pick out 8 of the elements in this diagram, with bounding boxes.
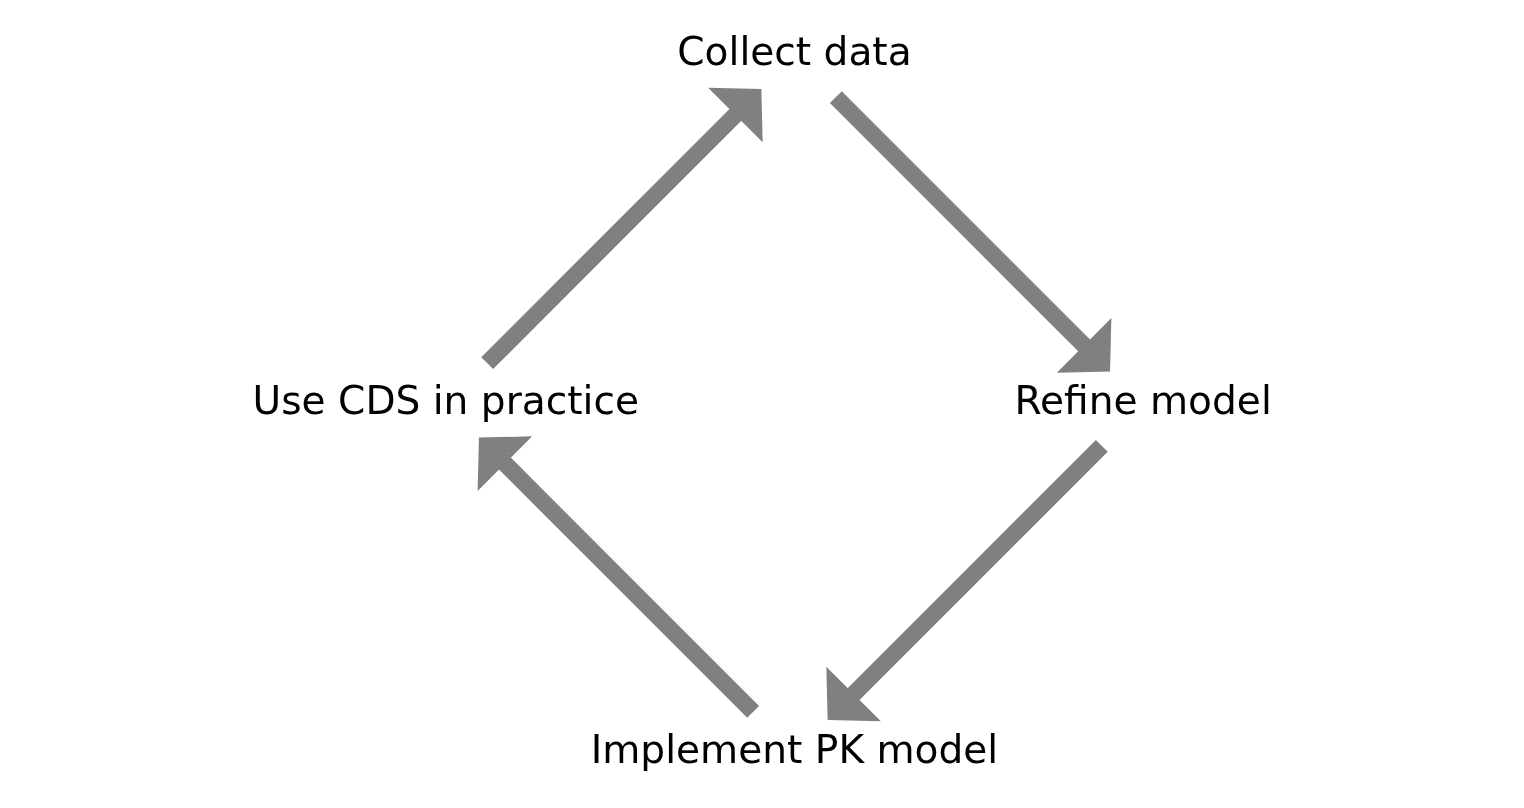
node-text: Implement PK model	[590, 726, 999, 772]
arrow	[477, 435, 760, 718]
arrow	[481, 87, 763, 369]
node-text: Collect data	[677, 28, 912, 74]
node-text: Use CDS in practice	[252, 377, 639, 423]
arrow	[829, 90, 1112, 373]
node-text: Refine model	[1014, 377, 1272, 423]
arrow	[826, 439, 1108, 721]
